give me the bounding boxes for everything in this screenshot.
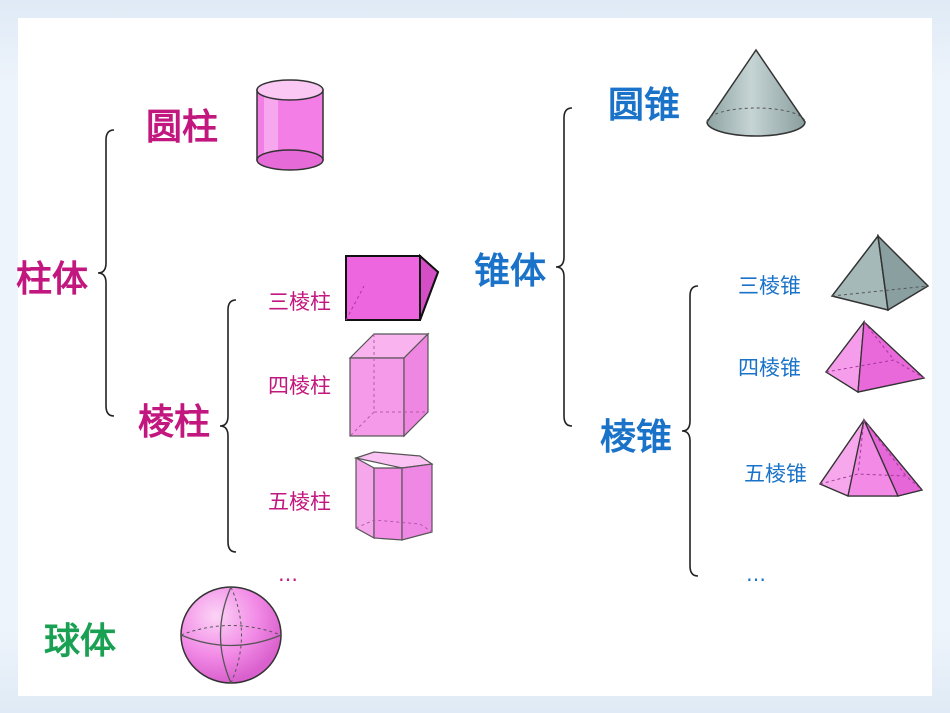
cone-ellipsis: …	[746, 562, 766, 586]
cone-label: 圆锥	[608, 85, 681, 126]
cone-title: 锥体	[474, 251, 547, 292]
prism-item-label: 三棱柱	[268, 290, 331, 314]
sphere-label: 球体	[44, 621, 117, 662]
prism-item-label: 五棱柱	[268, 490, 331, 514]
cone-brace	[555, 107, 573, 427]
pyramid-label: 棱锥	[600, 417, 673, 458]
pyramid-item-label: 五棱锥	[744, 462, 807, 486]
pyramid-item-label: 四棱锥	[738, 356, 801, 380]
triangular-pyramid-icon	[830, 233, 930, 312]
cone-icon	[706, 48, 806, 137]
prism-sub-brace	[219, 299, 237, 553]
prism-brace	[97, 129, 115, 417]
cylinder-icon	[256, 79, 324, 171]
prism-ellipsis: …	[278, 562, 298, 586]
pyramid-item-label: 三棱锥	[738, 274, 801, 298]
square-pyramid-icon	[825, 319, 926, 394]
pyramid-brace	[681, 285, 699, 577]
sphere-icon	[180, 586, 282, 684]
prism-title: 柱体	[16, 259, 89, 300]
prism-label: 棱柱	[138, 402, 211, 443]
triangular-prism-icon	[345, 253, 440, 321]
pentagonal-pyramid-icon	[819, 417, 924, 497]
cylinder-label: 圆柱	[146, 107, 219, 148]
quadrangular-prism-icon	[348, 332, 430, 438]
pentagonal-prism-icon	[353, 451, 434, 541]
prism-item-label: 四棱柱	[268, 374, 331, 398]
